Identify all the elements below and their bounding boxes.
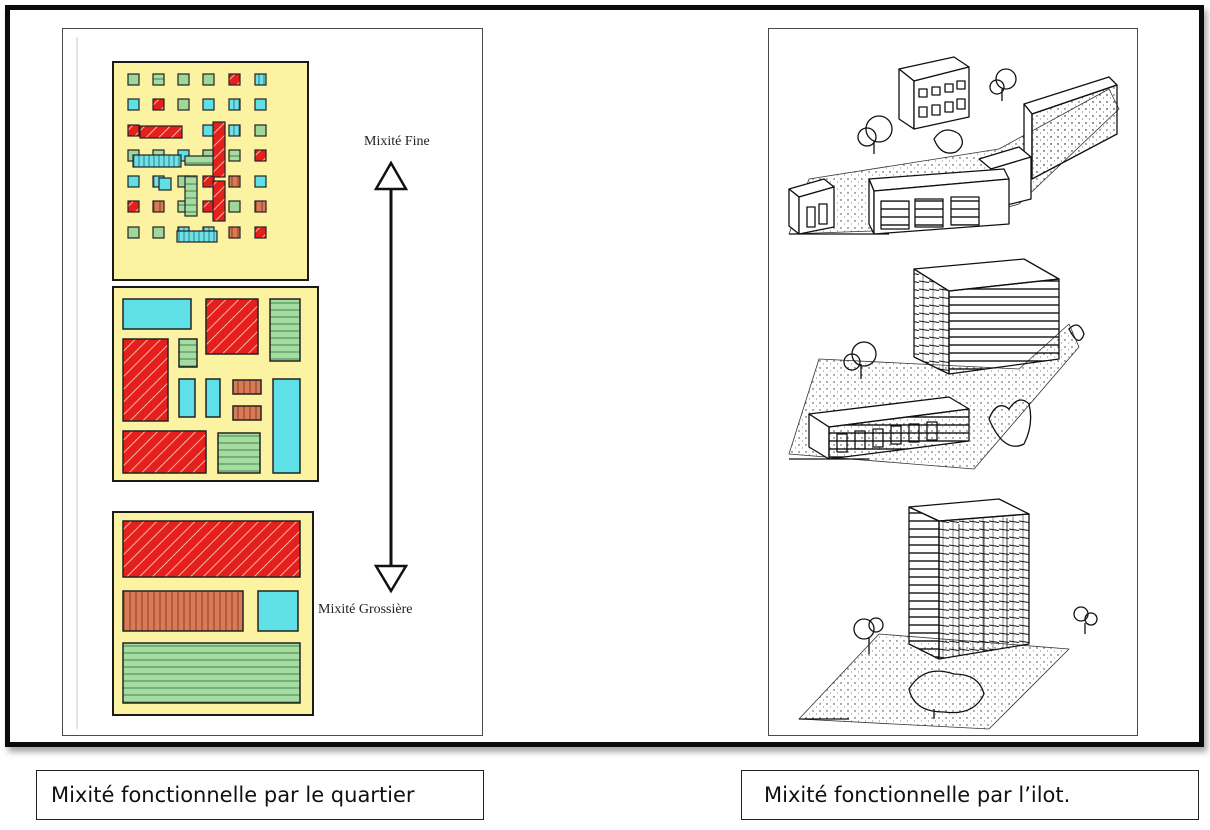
fine-parcel [254,73,267,86]
medium-block-green-1 [269,298,301,362]
scale-top-label: Mixité Fine [364,134,430,149]
medium-block-cyan-3 [205,378,221,418]
fine-parcel [127,124,140,137]
fine-parcel [212,121,226,178]
coarse-block-red [122,520,301,578]
district-mix-panel: Mixité Fine Mixité Grossière [62,28,483,736]
coarse-block-cyan [257,590,299,632]
fine-parcel [254,200,267,213]
medium-block-red-3 [122,430,207,474]
sketch-mixed-low-rise [788,56,1120,235]
mix-scale-arrow [373,160,409,594]
fine-parcel [228,200,241,213]
medium-block-brown-2 [232,405,262,421]
fine-parcel [202,175,215,188]
fine-parcel [127,98,140,111]
fine-parcel [152,226,165,239]
fine-parcel [152,73,165,86]
medium-block-brown-1 [232,379,262,395]
medium-block-cyan-1 [122,298,192,330]
fine-parcel [132,154,182,168]
fine-parcel [127,73,140,86]
fine-parcel [202,73,215,86]
fine-mix-block [112,61,309,281]
caption-district: Mixité fonctionnelle par le quartier [36,770,484,820]
fine-parcel [177,98,190,111]
sketch-mid-rise-slab [788,258,1085,470]
fine-parcel [254,226,267,239]
fine-parcel [212,180,226,222]
fine-parcel [228,175,241,188]
fine-parcel [202,124,215,137]
fine-parcel [254,149,267,162]
fine-parcel [127,175,140,188]
caption-block: Mixité fonctionnelle par l’ilot. [741,770,1199,820]
fine-parcel [254,124,267,137]
arrow-up-icon [373,160,409,191]
fine-parcel [202,98,215,111]
block-mix-panel [768,28,1138,736]
fine-parcel [228,73,241,86]
medium-block-cyan-2 [178,378,196,418]
medium-mix-block [112,286,319,482]
fine-parcel [228,226,241,239]
coarse-block-green [122,642,301,704]
fine-parcel [184,175,198,217]
scale-bottom-label: Mixité Grossière [318,602,413,617]
fine-parcel [254,98,267,111]
coarse-mix-block [112,511,314,716]
fine-parcel [139,125,183,139]
sketch-high-rise-tower [798,498,1098,730]
fine-parcel [152,200,165,213]
fine-parcel [158,177,172,191]
arrow-down-icon [373,564,409,594]
fine-parcel [177,73,190,86]
fine-parcel [184,155,214,166]
medium-block-red-2 [122,338,169,422]
medium-block-red-1 [205,298,259,355]
fine-parcel [228,124,241,137]
fine-parcel [254,175,267,188]
fine-parcel [152,98,165,111]
fine-parcel [127,200,140,213]
fine-parcel [176,230,218,243]
fine-parcel [228,149,241,162]
fine-parcel [228,98,241,111]
medium-block-green-3 [217,432,261,474]
fine-parcel [202,200,215,213]
coarse-block-brown [122,590,244,632]
district-mix-diagram [76,37,409,729]
medium-block-cyan-4 [272,378,301,474]
medium-block-green-2 [178,338,198,368]
block-mix-sketches [788,56,1120,730]
fine-parcel [127,226,140,239]
